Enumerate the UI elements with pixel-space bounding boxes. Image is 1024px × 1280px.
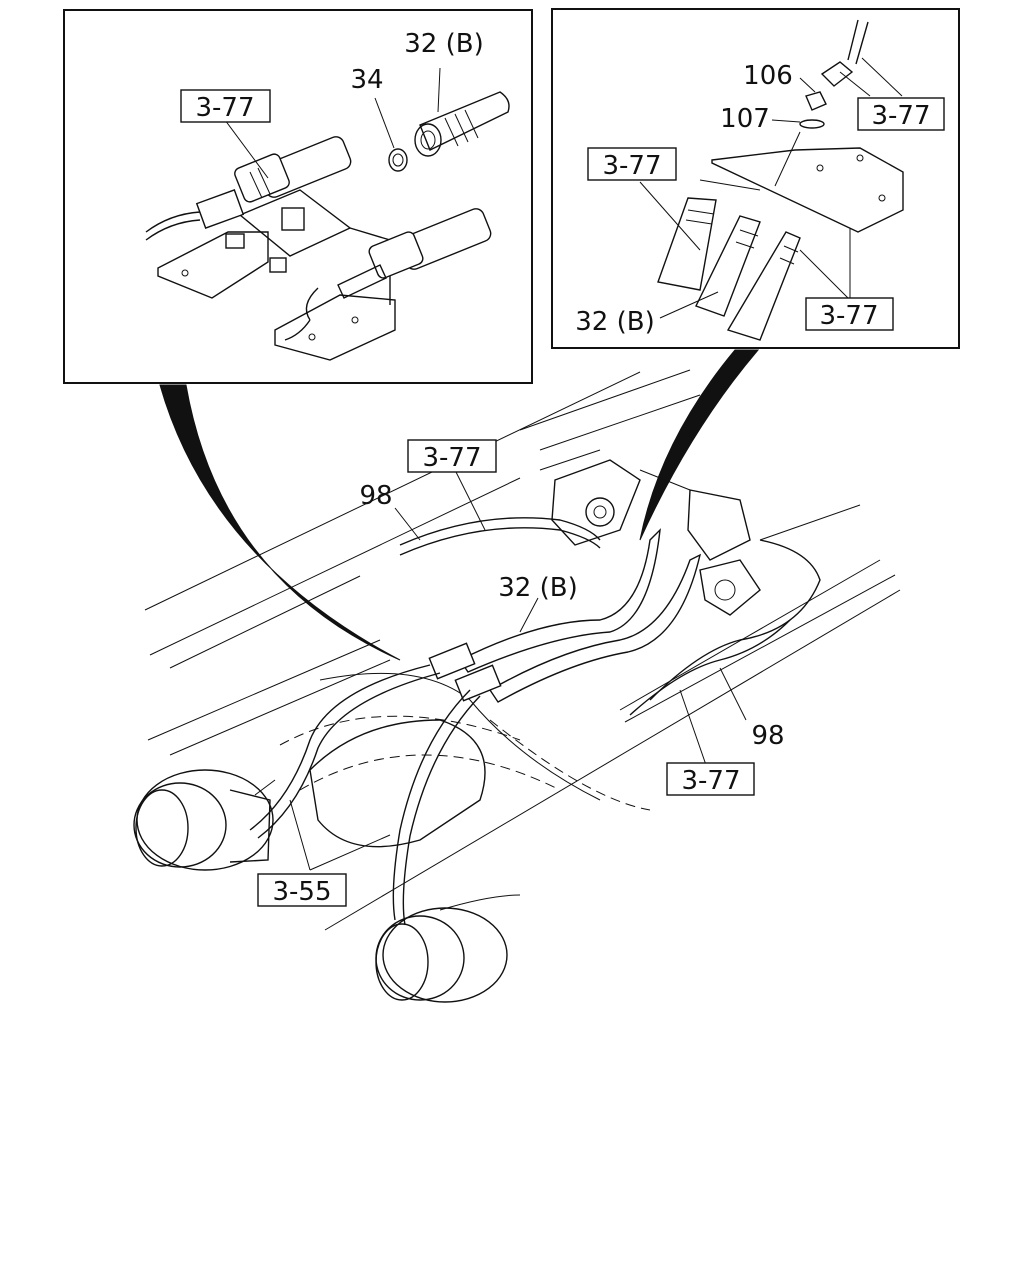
part-107-label: 107: [720, 104, 770, 134]
bracket-plate-left: [157, 231, 269, 299]
ref-box-left: [587, 147, 677, 181]
ref-box-main-bottom: [666, 762, 755, 796]
part-106-label: 106: [743, 61, 793, 91]
nut-106: [805, 91, 827, 111]
hoses-three: [657, 197, 801, 341]
part-98-right-label: 98: [751, 721, 784, 751]
ref-3-77-label: 3-77: [195, 93, 254, 123]
pipe-fitting-left: [195, 189, 245, 229]
mounting-plate: [711, 147, 904, 233]
ref-bottom-label: 3-77: [819, 301, 878, 331]
left-inset: 3-77 32 (B) 34: [63, 9, 533, 384]
junction-fitting-2: [454, 664, 502, 702]
zoom-link-right: [639, 349, 760, 541]
pipe-98-left: [399, 517, 601, 546]
right-inset-frame: [551, 8, 960, 349]
pipe-98-right: [649, 539, 821, 701]
ref-top-label: 3-77: [871, 101, 930, 131]
hose-32b-detail: [414, 67, 510, 157]
ref-box-bottom: [805, 297, 894, 331]
zoom-link-left: [159, 384, 401, 661]
valve-assembly: [539, 449, 761, 616]
part-32b-main-label: 32 (B): [498, 573, 577, 603]
ref-main-top-label: 3-77: [422, 443, 481, 473]
part-32b-label: 32 (B): [404, 29, 483, 59]
hose-upper: [234, 136, 352, 203]
washer-34: [388, 148, 408, 172]
pipe-top: [847, 19, 869, 65]
main-view: 3-77 98 32 (B) 98 3-77 3-55: [133, 369, 901, 1003]
tee-fitting: [281, 207, 305, 231]
brake-pipe-left: [145, 211, 201, 233]
small-fitting: [225, 233, 245, 249]
brake-chamber-left: [133, 769, 276, 871]
ref-box-3-55: [257, 873, 347, 907]
part-32b-label-right: 32 (B): [575, 307, 654, 337]
ref-main-bottom-label: 3-77: [681, 766, 740, 796]
ref-box-top: [857, 97, 945, 131]
hose-32b-main: [458, 528, 661, 673]
small-fitting-2: [269, 257, 287, 273]
ref-box-main-top: [407, 439, 497, 473]
axle-housing: [309, 719, 486, 848]
left-inset-frame: [63, 9, 533, 384]
part-98-left-label: 98: [359, 481, 392, 511]
washer-107: [799, 119, 825, 129]
hose-lower: [284, 208, 492, 341]
junction-fitting-1: [428, 642, 476, 680]
right-inset: 106 107 3-77 3-77 3-77 32 (B): [551, 8, 960, 349]
bracket-plate-bottom: [274, 294, 396, 361]
ref-3-55-label: 3-55: [272, 877, 331, 907]
ref-left-label: 3-77: [602, 151, 661, 181]
brake-chamber-right: [375, 894, 521, 1003]
part-34-label: 34: [350, 65, 383, 95]
ref-box-3-77: [180, 89, 271, 123]
